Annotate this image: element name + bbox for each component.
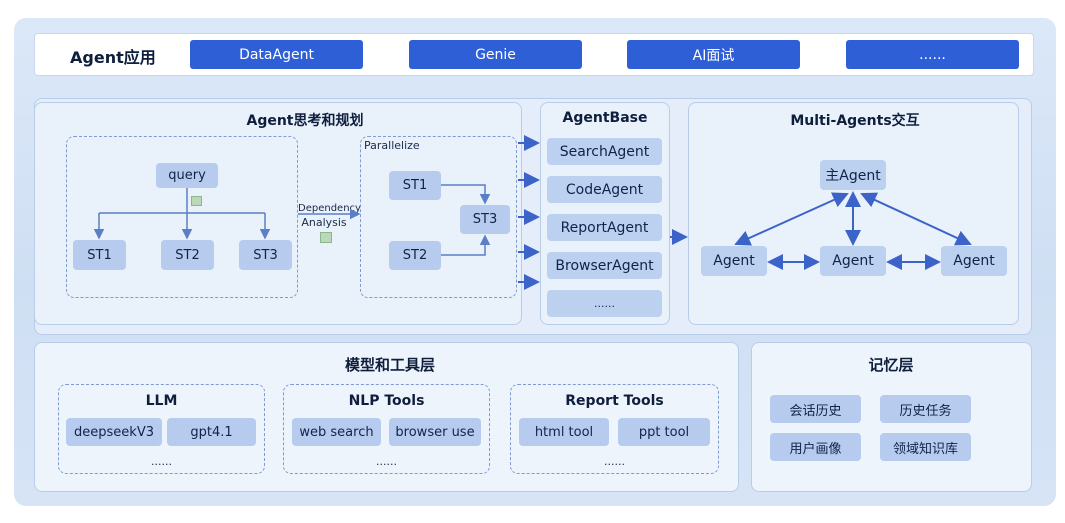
app-button-genie[interactable]: Genie (409, 40, 582, 69)
tool-group-report-more: ...... (604, 455, 625, 468)
analysis-icon (320, 232, 332, 243)
parallel-arrow-st2-st3 (441, 234, 491, 256)
memory-item-user-profile: 用户画像 (770, 433, 861, 461)
agentbase-item-searchagent: SearchAgent (547, 138, 662, 165)
query-node: query (156, 163, 218, 188)
thinking-planning-title: Agent思考和规划 (246, 113, 364, 129)
main-agent-node: 主Agent (820, 160, 886, 190)
agent-node-middle: Agent (820, 246, 886, 276)
tool-group-nlp-more: ...... (376, 455, 397, 468)
app-button-ai-interview[interactable]: AI面试 (627, 40, 800, 69)
parallelize-box (360, 136, 517, 298)
memory-item-session-history: 会话历史 (770, 395, 861, 423)
dependency-label: Dependency (298, 203, 361, 214)
tool-group-llm-title: LLM (145, 393, 178, 409)
parallel-node-st3: ST3 (460, 205, 510, 234)
tool-item-ppt-tool: ppt tool (618, 418, 710, 446)
parallelize-label: Parallelize (364, 139, 420, 152)
agentbase-item-more: ...... (547, 290, 662, 317)
agentbase-item-browseragent: BrowserAgent (547, 252, 662, 279)
tool-item-html-tool: html tool (519, 418, 609, 446)
tool-group-nlp (283, 384, 490, 474)
agentbase-item-reportagent: ReportAgent (547, 214, 662, 241)
decompose-icon (191, 196, 202, 206)
link-main-left (734, 192, 849, 246)
agent-node-left: Agent (701, 246, 767, 276)
model-tool-layer (34, 342, 739, 492)
task-decomposition-box (66, 136, 298, 298)
subtask-node-st3: ST3 (239, 240, 292, 270)
app-button-more[interactable]: ...... (846, 40, 1019, 69)
model-tool-layer-title: 模型和工具层 (344, 356, 435, 374)
tool-item-browser-use: browser use (389, 418, 481, 446)
agentbase-item-codeagent: CodeAgent (547, 176, 662, 203)
tool-group-llm (58, 384, 265, 474)
memory-item-task-history: 历史任务 (880, 395, 971, 423)
analysis-label: Analysis (301, 216, 347, 229)
tool-group-report (510, 384, 719, 474)
tool-group-nlp-title: NLP Tools (348, 393, 425, 409)
multi-agents-title: Multi-Agents交互 (790, 113, 920, 129)
tool-item-deepseekv3: deepseekV3 (66, 418, 162, 446)
application-bar-title: Agent应用 (70, 48, 156, 67)
tool-group-report-title: Report Tools (565, 393, 664, 409)
memory-layer-title: 记忆层 (868, 356, 914, 374)
tool-item-web-search: web search (292, 418, 381, 446)
tool-group-llm-more: ...... (151, 455, 172, 468)
subtask-node-st2: ST2 (161, 240, 214, 270)
agentbase-title: AgentBase (562, 110, 648, 126)
app-button-dataagent[interactable]: DataAgent (190, 40, 363, 69)
agent-node-right: Agent (941, 246, 1007, 276)
parallel-node-st1: ST1 (389, 171, 441, 200)
subtask-node-st1: ST1 (73, 240, 126, 270)
link-main-right (860, 192, 972, 246)
parallel-node-st2: ST2 (389, 241, 441, 270)
tool-item-gpt41: gpt4.1 (167, 418, 256, 446)
memory-item-domain-knowledge: 领域知识库 (880, 433, 971, 461)
parallel-arrow-st1-st3 (441, 184, 491, 205)
